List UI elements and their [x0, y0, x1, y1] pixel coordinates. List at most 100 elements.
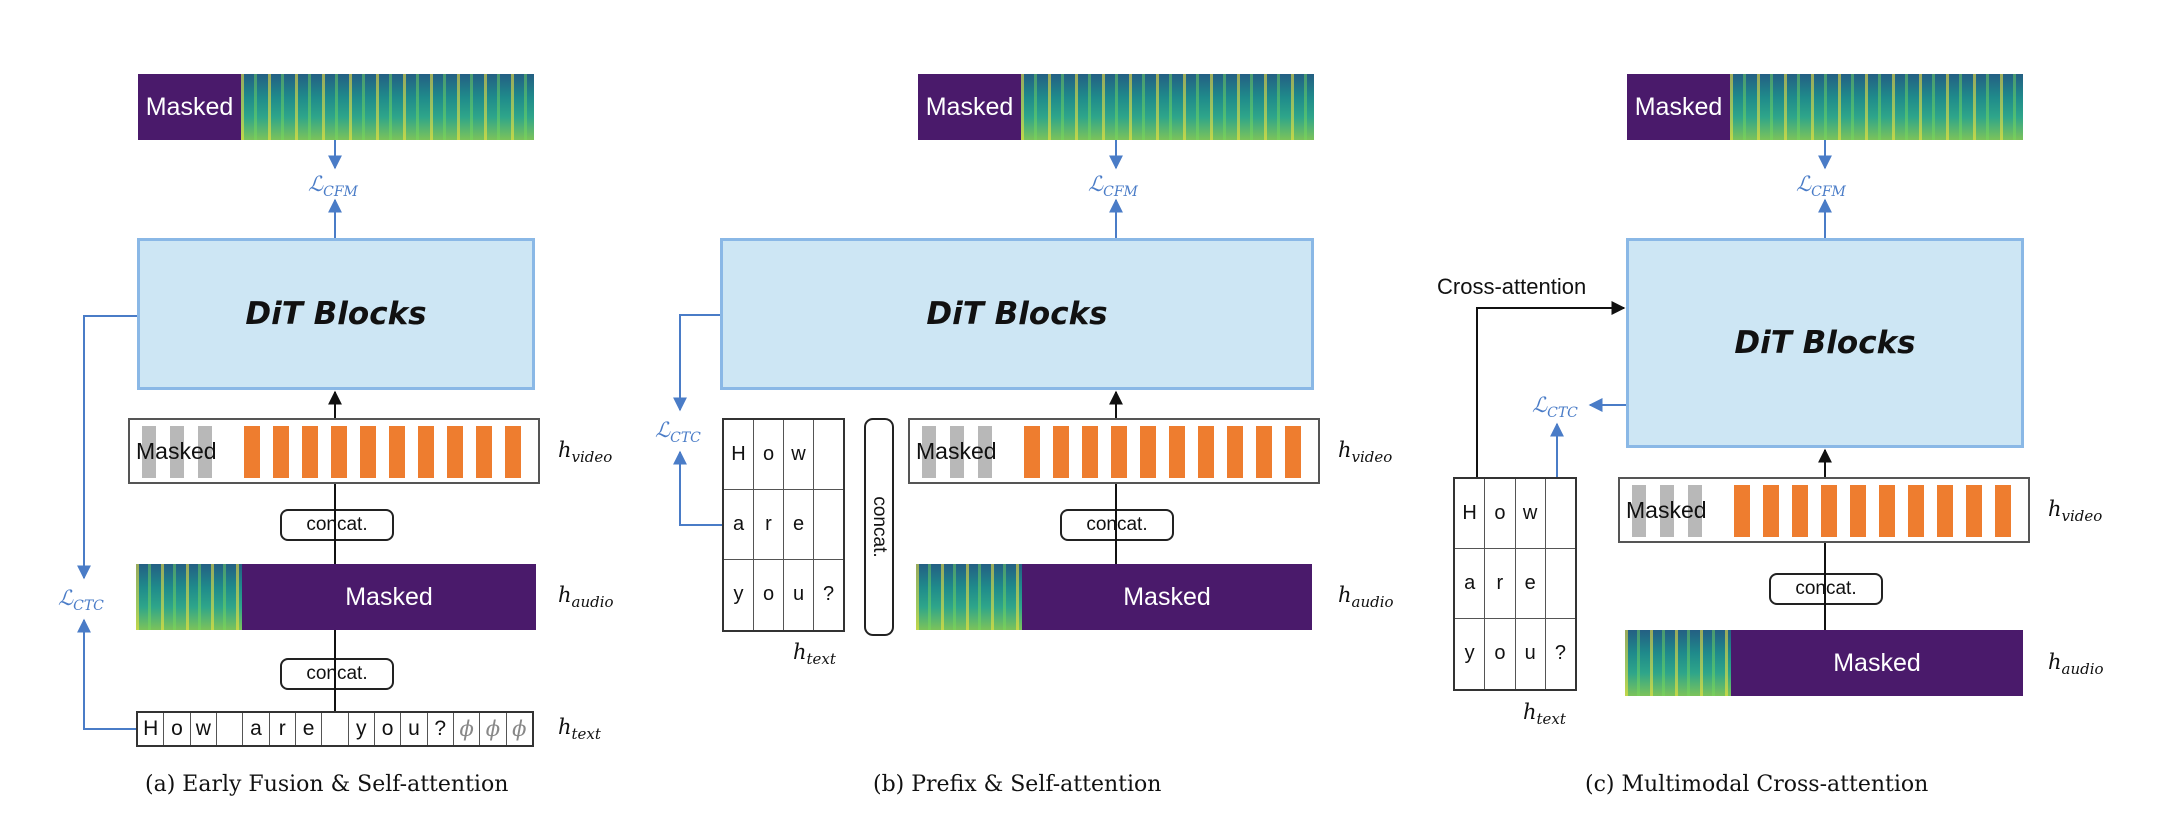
text-grid-cell: a: [1455, 548, 1486, 618]
masked-label: Masked: [138, 74, 241, 140]
panel-b-dit-blocks: DiT Blocks: [720, 238, 1314, 390]
text-grid-cell: r: [754, 489, 784, 559]
panel-c-loss-cfm: ℒCFM: [1796, 172, 1846, 201]
audio-spectrogram-image: [916, 564, 1022, 630]
text-token-cell: ϕ: [480, 713, 507, 745]
masked-label: Masked: [918, 74, 1021, 140]
text-token-cell: o: [375, 713, 402, 745]
video-frame-bar: [331, 426, 347, 478]
panel-a-h-audio-label: haudio: [558, 583, 614, 612]
video-frame-bar: [360, 426, 376, 478]
panel-b-loss-cfm: ℒCFM: [1088, 172, 1138, 201]
panel-b-video-features: Masked: [908, 418, 1320, 484]
masked-frame-bar: [922, 426, 936, 478]
video-frame-bars: [142, 426, 521, 478]
panel-c-cross-attention-label: Cross-attention: [1437, 274, 1587, 299]
panel-a-target-spectrogram: Masked: [138, 74, 534, 140]
caption-b: (b) Prefix & Self-attention: [873, 772, 1162, 797]
video-frame-bar: [1256, 426, 1272, 478]
spectrogram-image: [1021, 74, 1314, 140]
text-grid-cell: o: [754, 559, 784, 630]
text-token-cell: y: [349, 713, 375, 745]
text-token-cell: u: [401, 713, 428, 745]
video-frame-bar: [476, 426, 492, 478]
video-frame-bar: [1082, 426, 1098, 478]
masked-frame-bar: [170, 426, 184, 478]
video-frame-bar: [1227, 426, 1243, 478]
panel-a-h-text-label: htext: [558, 715, 601, 744]
video-frame-bar: [389, 426, 405, 478]
panel-c-audio-features: Masked: [1625, 630, 2023, 696]
masked-label: Masked: [1022, 564, 1312, 630]
text-grid-cell: ?: [822, 583, 835, 606]
text-grid-cell: o: [754, 420, 784, 489]
masked-frame-bar: [142, 426, 156, 478]
masked-label: Masked: [1627, 74, 1730, 140]
audio-spectrogram-image: [1625, 630, 1731, 696]
masked-frame-bar: [950, 426, 964, 478]
video-frame-bars: [1632, 485, 2011, 537]
video-frame-bar: [1169, 426, 1185, 478]
masked-label: Masked: [136, 437, 217, 464]
video-frame-bar: [1763, 485, 1779, 537]
panel-a-h-video-label: hvideo: [558, 438, 613, 467]
video-frame-bar: [1053, 426, 1069, 478]
masked-label: Masked: [242, 564, 536, 630]
text-grid-cell: w: [1516, 479, 1546, 548]
panel-b-h-audio-label: haudio: [1338, 583, 1394, 612]
video-frame-bar: [447, 426, 463, 478]
text-token-cell: r: [270, 713, 296, 745]
video-frame-bar: [302, 426, 318, 478]
text-token-cell: [217, 713, 244, 745]
panel-b-loss-ctc: ℒCTC: [655, 418, 701, 447]
video-frame-bar: [1140, 426, 1156, 478]
text-grid-cell: e: [784, 489, 814, 559]
masked-frame-bar: [1632, 485, 1646, 537]
masked-label: Masked: [1626, 496, 1707, 523]
video-frame-bar: [1285, 426, 1301, 478]
caption-a: (a) Early Fusion & Self-attention: [145, 772, 509, 797]
video-frame-bar: [1850, 485, 1866, 537]
text-grid-cell: y: [724, 559, 754, 630]
panel-c-target-spectrogram: Masked: [1627, 74, 2023, 140]
video-frame-bar: [1937, 485, 1953, 537]
video-frame-bar: [244, 426, 260, 478]
panel-c-h-video-label: hvideo: [2048, 497, 2103, 526]
panel-c-video-features: Masked: [1618, 477, 2030, 543]
video-frame-bar: [1792, 485, 1808, 537]
video-frame-bar: [1966, 485, 1982, 537]
video-frame-bar: [1995, 485, 2011, 537]
masked-frame-bar: [198, 426, 212, 478]
panel-b-audio-features: Masked: [916, 564, 1312, 630]
panel-a-loss-cfm: ℒCFM: [308, 172, 358, 201]
masked-label: Masked: [1731, 630, 2023, 696]
text-grid-cell: u: [784, 559, 814, 630]
text-grid-cell: H: [1455, 479, 1486, 548]
text-grid-cell: r: [1485, 548, 1516, 618]
text-grid-cell: e: [1516, 548, 1546, 618]
arrow-b-text-to-ctc: [673, 450, 722, 526]
panel-b-concat: concat.: [864, 418, 894, 636]
masked-frame-bar: [1688, 485, 1702, 537]
video-frame-bar: [505, 426, 521, 478]
panel-a-video-features: Masked: [128, 418, 540, 484]
arrow-a-dit-to-ctc: [77, 315, 137, 580]
panel-b-h-text-label: htext: [793, 640, 836, 669]
video-frame-bar: [1111, 426, 1127, 478]
panel-a-loss-ctc: ℒCTC: [58, 586, 104, 615]
arrow-c-cross-attention: [1476, 301, 1626, 477]
video-frame-bar: [1908, 485, 1924, 537]
video-frame-bar: [1198, 426, 1214, 478]
text-grid-cell: ?: [1554, 642, 1566, 665]
video-frame-bar: [273, 426, 289, 478]
video-frame-bars: [922, 426, 1301, 478]
